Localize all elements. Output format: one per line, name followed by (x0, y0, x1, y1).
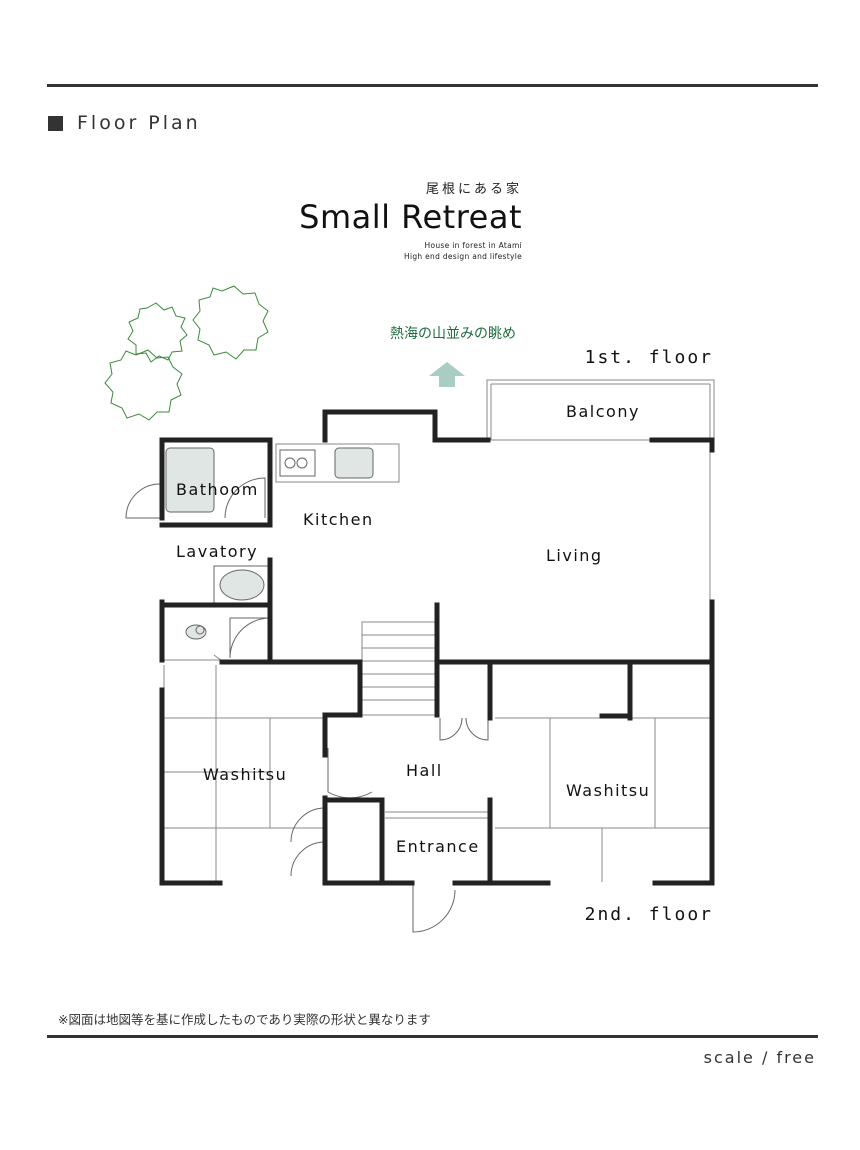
brand-title: Small Retreat (299, 198, 522, 236)
square-bullet-icon (48, 115, 63, 131)
tree-icon (104, 349, 183, 421)
stove-burner-icon (284, 457, 296, 469)
disclaimer-note: ※図面は地図等を基に作成したものであり実際の形状と異なります (58, 1012, 431, 1027)
brand-jp-name: 尾根にある家 (425, 182, 522, 197)
tree-icons (104, 285, 269, 421)
door-swing (224, 477, 266, 519)
room-label-kitchen: Kitchen (303, 510, 374, 529)
room-label-balcony: Balcony (566, 402, 640, 421)
room-label-washitsu-left: Washitsu (203, 765, 288, 784)
tree-icon (127, 302, 188, 363)
door-swing (412, 882, 456, 933)
wash-basin (219, 569, 265, 601)
bottom-rule (47, 1035, 818, 1038)
door-swing (465, 717, 489, 741)
brand-subtitle-line1: House in forest in Atami (424, 241, 522, 250)
view-arrow-icon (429, 362, 465, 387)
stove (279, 449, 316, 477)
room-label-lavatory: Lavatory (176, 542, 259, 561)
room-label-bathroom: Bathoom (176, 480, 259, 499)
brand-subtitle-line2: High end design and lifestyle (404, 252, 522, 261)
room-label-hall: Hall (406, 761, 443, 780)
door-swing (125, 483, 161, 519)
door-swing (290, 841, 326, 877)
walls (159, 409, 715, 886)
bathtub (165, 447, 215, 513)
door-swing (229, 617, 270, 658)
door-swing (439, 717, 463, 741)
balcony-outline (486, 379, 715, 441)
tree-icon (192, 285, 269, 360)
kitchen-counter (275, 443, 400, 483)
view-label: 熱海の山並みの眺め (390, 326, 516, 342)
room-label-entrance: Entrance (396, 837, 480, 856)
brand-subtitle: House in forest in Atami High end design… (404, 240, 522, 262)
door-swing (290, 807, 326, 843)
section-title: Floor Plan (77, 112, 201, 134)
stove-burner-icon (296, 457, 308, 469)
door-swing (229, 617, 271, 659)
staircase (361, 621, 438, 716)
floor-label-upper: 1st. floor (584, 347, 713, 368)
floor-label-lower: 2nd. floor (584, 904, 713, 925)
room-label-washitsu-right: Washitsu (566, 781, 651, 800)
top-rule (47, 84, 818, 87)
door-swings (125, 477, 489, 933)
door-swing (327, 748, 373, 799)
section-header: Floor Plan (48, 112, 201, 134)
scale-label: scale / free (703, 1048, 816, 1067)
kitchen-sink (334, 447, 374, 479)
room-label-living: Living (546, 546, 603, 565)
fixtures (165, 447, 374, 640)
